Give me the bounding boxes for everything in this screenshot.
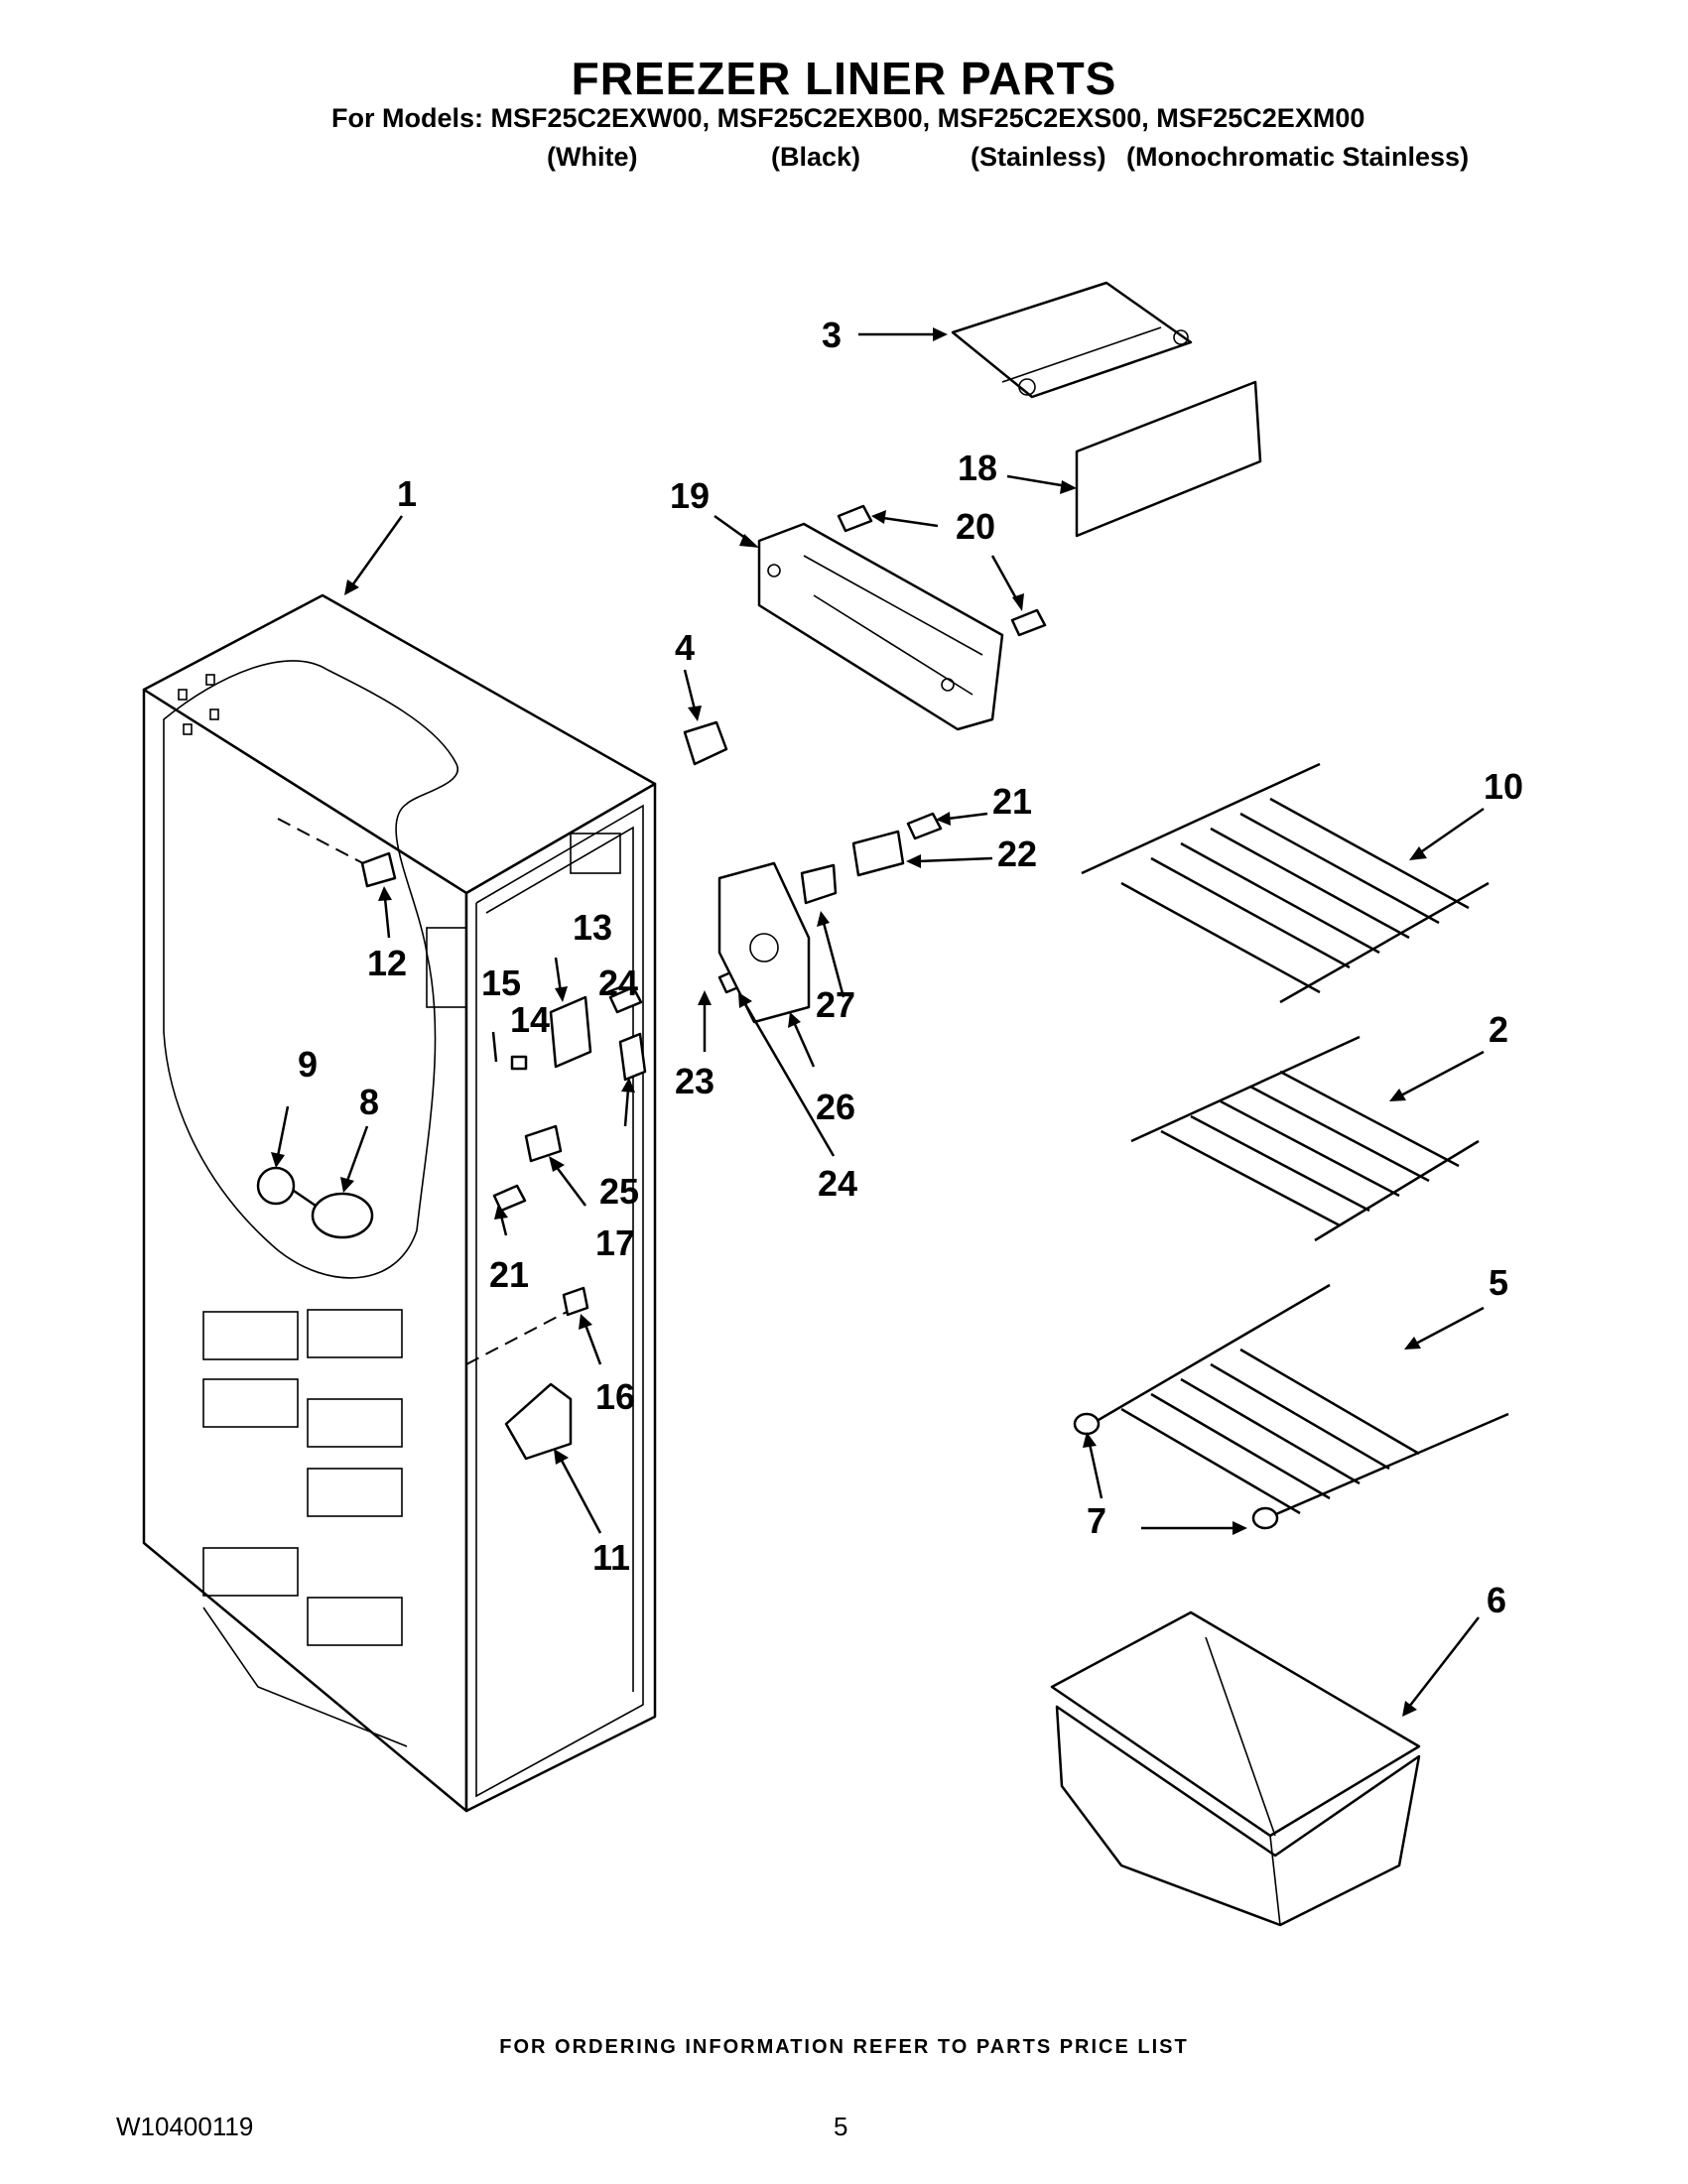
- callout-26: 26: [816, 1087, 855, 1127]
- light-illustration: [256, 1166, 374, 1239]
- bracket-illustration: [951, 281, 1193, 399]
- variant-black: (Black): [771, 142, 861, 172]
- callout-21-upper: 21: [992, 781, 1032, 822]
- callout-14: 14: [510, 999, 550, 1040]
- document-number: W10400119: [116, 2112, 254, 2141]
- wire-shelf-middle-illustration: [1130, 1035, 1480, 1242]
- callout-17: 17: [595, 1222, 635, 1263]
- callout-18: 18: [958, 448, 997, 488]
- callout-13: 13: [573, 907, 612, 948]
- leader-lines: [271, 327, 1485, 1717]
- callout-25: 25: [599, 1171, 639, 1212]
- callout-27: 27: [816, 984, 855, 1025]
- callout-22: 22: [997, 834, 1037, 874]
- callout-1: 1: [397, 473, 417, 514]
- callout-23: 23: [675, 1061, 714, 1101]
- clip-illustration: [683, 720, 728, 766]
- freezer-liner-illustration: [142, 593, 657, 1813]
- callout-8: 8: [359, 1082, 379, 1122]
- callout-3: 3: [822, 315, 842, 355]
- callout-19: 19: [670, 475, 710, 516]
- variant-stainless: (Stainless): [971, 142, 1106, 172]
- guard-illustration: [504, 1382, 573, 1461]
- callout-12: 12: [367, 943, 407, 983]
- callout-7: 7: [1087, 1500, 1106, 1541]
- callout-labels: 1 2 3 4 5 6 7 7 8 9 10 11 12 13 14 15 16…: [298, 315, 1523, 1620]
- wire-shelf-lower-illustration: [1073, 1283, 1509, 1530]
- control-housing-illustration: [717, 861, 838, 1024]
- board-illustration: [851, 830, 905, 877]
- callout-24-lower: 24: [818, 1163, 857, 1204]
- variant-monochromatic-stainless: (Monochromatic Stainless): [1126, 142, 1470, 172]
- hook-illustration: [360, 851, 397, 888]
- callout-10: 10: [1484, 766, 1523, 807]
- callout-9: 9: [298, 1044, 318, 1085]
- cover-illustration: [1075, 380, 1262, 538]
- wire-shelf-upper-illustration: [1081, 762, 1490, 1004]
- callout-20: 20: [956, 506, 995, 547]
- housing-illustration: [757, 522, 1004, 731]
- callout-21-lower: 21: [489, 1254, 529, 1295]
- callout-5: 5: [1489, 1262, 1508, 1303]
- callout-16: 16: [595, 1376, 635, 1417]
- freezer-bin-illustration: [1050, 1610, 1421, 1927]
- callout-15: 15: [481, 963, 521, 1003]
- page-title: FREEZER LINER PARTS: [571, 53, 1117, 104]
- ordering-note: FOR ORDERING INFORMATION REFER TO PARTS …: [499, 2036, 1189, 2058]
- callout-2: 2: [1489, 1009, 1508, 1050]
- callout-11: 11: [592, 1537, 630, 1578]
- callout-6: 6: [1487, 1580, 1506, 1620]
- page-number: 5: [834, 2112, 848, 2141]
- callout-4: 4: [675, 627, 695, 668]
- sidewall-parts-illustration: [491, 995, 647, 1317]
- models-line: For Models: MSF25C2EXW00, MSF25C2EXB00, …: [331, 103, 1365, 133]
- callout-24-upper: 24: [598, 963, 638, 1003]
- variant-white: (White): [547, 142, 638, 172]
